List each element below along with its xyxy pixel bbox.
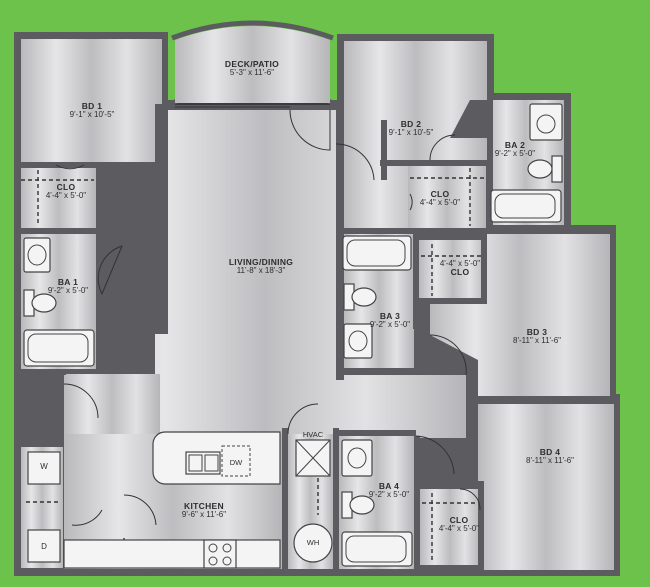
room-clo2-label: CLO 4'-4" x 5'-0" bbox=[420, 190, 460, 207]
room-name: DECK/PATIO bbox=[224, 59, 280, 69]
room-name: BD 1 bbox=[81, 101, 103, 111]
room-dims: 9'-2" x 5'-0" bbox=[368, 489, 410, 499]
deck-arc bbox=[171, 20, 334, 41]
room-name: BA 2 bbox=[504, 140, 526, 150]
doors bbox=[55, 109, 481, 526]
room-name: CLO bbox=[450, 267, 470, 278]
room-clo3-label: 4'-4" x 5'-0" CLO bbox=[439, 259, 481, 278]
kitchen-fixtures bbox=[27, 431, 333, 569]
dryer-label: D bbox=[41, 542, 47, 551]
room-name: BA 3 bbox=[379, 311, 401, 321]
room-dims: 9'-6" x 11'-6" bbox=[181, 509, 227, 519]
room-name: KITCHEN bbox=[184, 501, 224, 511]
room-dims: 11'-8" x 18'-3" bbox=[236, 265, 286, 275]
water-heater-label: WH bbox=[306, 538, 320, 547]
room-ba3-label: BA 3 9'-2" x 5'-0" bbox=[370, 312, 410, 329]
room-name: LIVING/DINING bbox=[228, 257, 294, 267]
washer-label: W bbox=[40, 462, 48, 471]
room-dims: 4'-4" x 5'-0" bbox=[419, 197, 461, 207]
room-bd1-label: BD 1 9'-1" x 10'-5" bbox=[70, 102, 115, 119]
room-name: CLO bbox=[56, 182, 76, 192]
inner-walls bbox=[14, 93, 616, 573]
room-name: BD 2 bbox=[400, 119, 422, 129]
bath-fixtures bbox=[23, 103, 563, 567]
closet-rods bbox=[21, 168, 484, 566]
room-ba1-label: BA 1 9'-2" x 5'-0" bbox=[48, 278, 88, 295]
room-name: CLO bbox=[449, 515, 469, 525]
room-dims: 8'-11" x 11'-6" bbox=[525, 455, 575, 465]
room-dims: 8'-11" x 11'-6" bbox=[512, 335, 562, 345]
room-dims: 9'-2" x 5'-0" bbox=[47, 285, 89, 295]
room-ba4-label: BA 4 9'-2" x 5'-0" bbox=[369, 482, 409, 499]
room-clo1-label: CLO 4'-4" x 5'-0" bbox=[46, 183, 86, 200]
room-name: BA 1 bbox=[57, 277, 79, 287]
room-dims: 4'-4" x 5'-0" bbox=[439, 259, 481, 268]
room-ba2-label: BA 2 9'-2" x 5'-0" bbox=[495, 141, 535, 158]
hvac-label: HVAC bbox=[302, 430, 324, 439]
room-name: BD 4 bbox=[539, 447, 561, 457]
room-dims: 5'-3" x 11'-6" bbox=[229, 67, 275, 77]
dishwasher-label: DW bbox=[229, 458, 243, 467]
room-clo4-label: CLO 4'-4" x 5'-0" bbox=[439, 516, 479, 533]
room-deck-label: DECK/PATIO 5'-3" x 11'-6" bbox=[225, 60, 279, 77]
room-dims: 4'-4" x 5'-0" bbox=[438, 523, 480, 533]
room-dims: 9'-2" x 5'-0" bbox=[494, 148, 536, 158]
room-dims: 9'-1" x 10'-5" bbox=[388, 127, 434, 137]
room-dims: 9'-1" x 10'-5" bbox=[69, 109, 115, 119]
room-dims: 9'-2" x 5'-0" bbox=[369, 319, 411, 329]
room-bd2-label: BD 2 9'-1" x 10'-5" bbox=[389, 120, 434, 137]
room-bd4-label: BD 4 8'-11" x 11'-6" bbox=[526, 448, 574, 465]
room-dims: 4'-4" x 5'-0" bbox=[45, 190, 87, 200]
room-name: BD 3 bbox=[526, 327, 548, 337]
room-bd3-label: BD 3 8'-11" x 11'-6" bbox=[513, 328, 561, 345]
room-name: CLO bbox=[430, 189, 450, 199]
room-kitchen-label: KITCHEN 9'-6" x 11'-6" bbox=[182, 502, 226, 519]
room-living-label: LIVING/DINING 11'-8" x 18'-3" bbox=[229, 258, 293, 275]
room-name: BA 4 bbox=[378, 481, 400, 491]
